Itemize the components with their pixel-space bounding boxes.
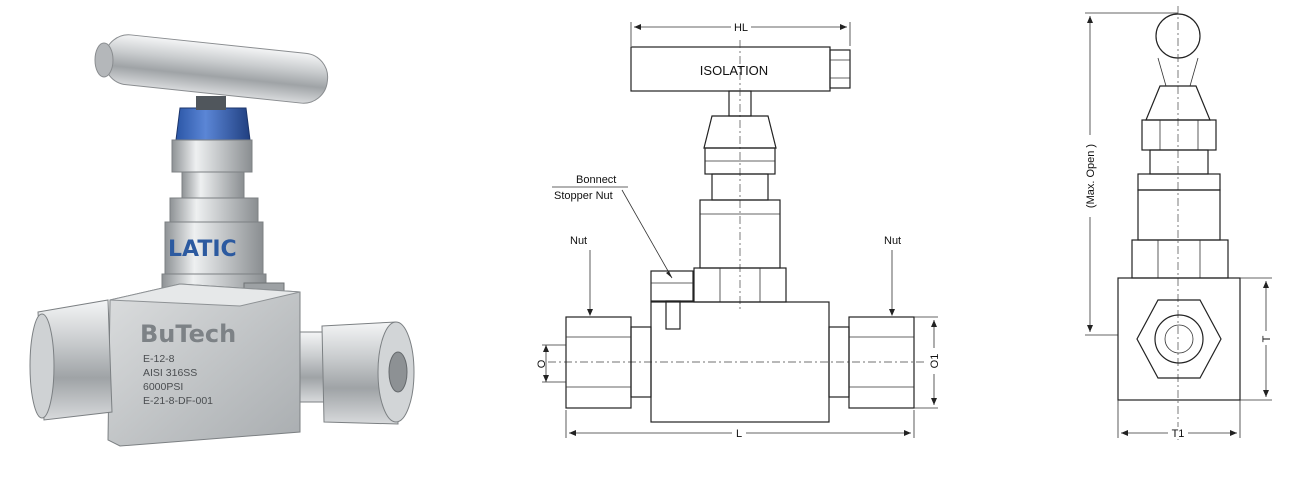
valve-photo: LATIC BuTech E-12-8 AISI 316SS 6000PSI E…	[29, 34, 415, 447]
front-view-drawing: HL ISOLATION	[536, 21, 941, 440]
dim-o1-label: O1	[929, 354, 941, 369]
photo-engraving-line-3: 6000PSI	[143, 381, 183, 393]
dim-t1-label: T1	[1172, 428, 1185, 440]
dim-max-open-label: (Max. Open )	[1085, 144, 1097, 208]
dim-o-label: O	[536, 359, 548, 368]
photo-engraving-line-2: AISI 316SS	[143, 367, 197, 379]
dim-hl-label: HL	[734, 22, 748, 34]
callout-nut-right: Nut	[884, 235, 901, 247]
photo-engraving-line-4: E-21-8-DF-001	[143, 395, 213, 407]
side-view-drawing: (Max. Open ) T T1	[1083, 6, 1273, 440]
photo-handle-band: LATIC	[168, 237, 237, 262]
dim-l-label: L	[736, 428, 742, 440]
photo-brand-logo: BuTech	[140, 320, 236, 348]
callout-nut-left: Nut	[570, 235, 587, 247]
dim-t-label: T	[1261, 335, 1273, 342]
callout-bonnet-line-1: Bonnect	[576, 174, 616, 186]
callout-bonnet-line-2: Stopper Nut	[554, 190, 613, 202]
handle-label: ISOLATION	[700, 63, 768, 78]
photo-engraving-line-1: E-12-8	[143, 353, 175, 365]
